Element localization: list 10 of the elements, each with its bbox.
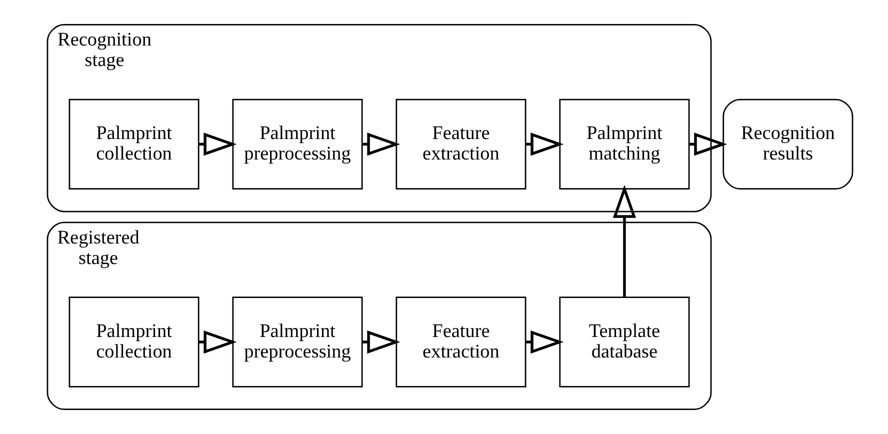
node-box: Feature extraction (395, 296, 526, 388)
node-box: Palmprint collection (68, 296, 199, 388)
node-box: Recognition results (722, 98, 853, 190)
arrow (612, 184, 636, 298)
node-box: Palmprint preprocessing (232, 296, 362, 388)
node-box: Palmprint preprocessing (232, 98, 362, 190)
node-box: Palmprint collection (68, 98, 199, 190)
node-box: Feature extraction (395, 98, 526, 190)
node-box: Template database (558, 296, 690, 388)
node-box: Palmprint matching (558, 98, 690, 190)
